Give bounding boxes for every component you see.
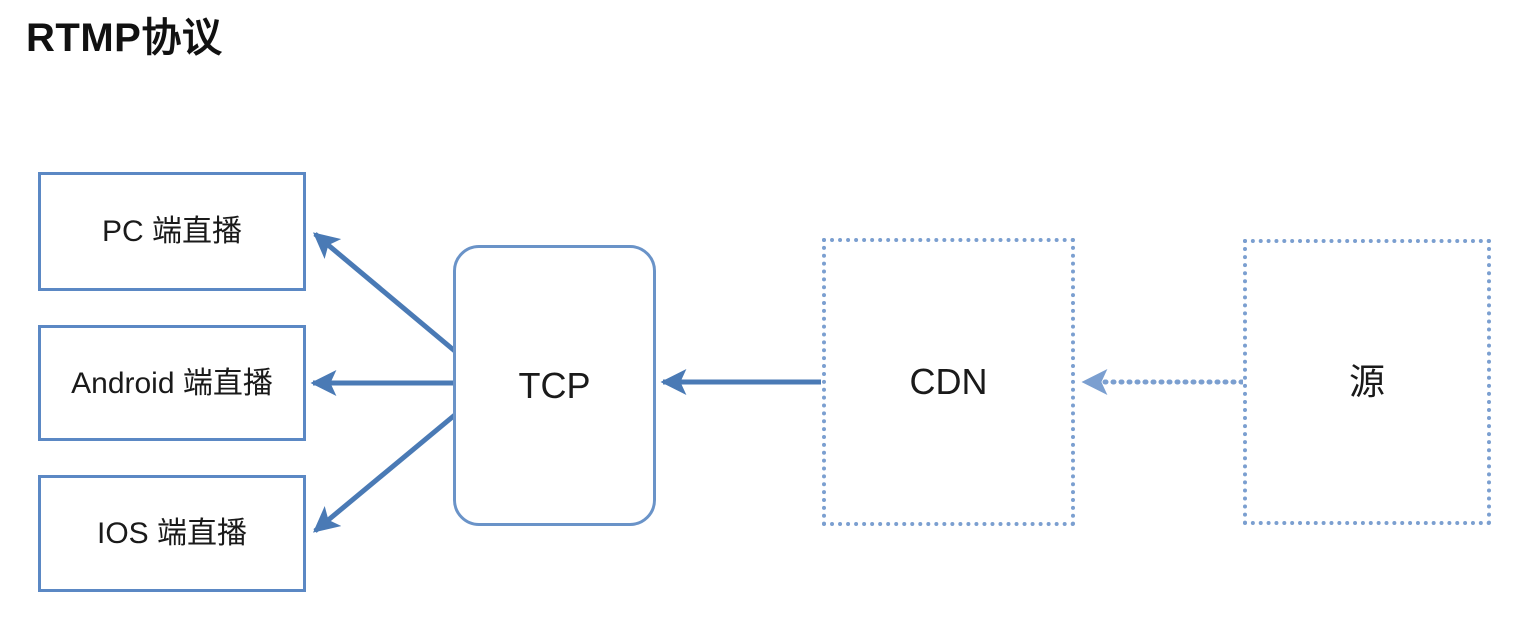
node-tcp-label: TCP (518, 364, 591, 406)
node-origin[interactable]: 源 (1243, 239, 1491, 525)
node-android-live[interactable]: Android 端直播 (38, 325, 306, 441)
node-pc-live-label: PC 端直播 (101, 215, 242, 248)
node-origin-label: 源 (1348, 361, 1385, 403)
node-ios-live[interactable]: IOS 端直播 (38, 475, 306, 592)
node-cdn[interactable]: CDN (822, 238, 1075, 526)
node-tcp[interactable]: TCP (453, 245, 656, 526)
edge-tcp-to-pc (313, 232, 458, 354)
edge-tcp-to-ios (312, 412, 458, 533)
node-ios-live-label: IOS 端直播 (96, 517, 247, 550)
node-cdn-label: CDN (909, 361, 988, 403)
page-title: RTMP协议 (26, 16, 223, 60)
node-pc-live[interactable]: PC 端直播 (38, 172, 306, 291)
node-android-live-label: Android 端直播 (71, 366, 273, 400)
